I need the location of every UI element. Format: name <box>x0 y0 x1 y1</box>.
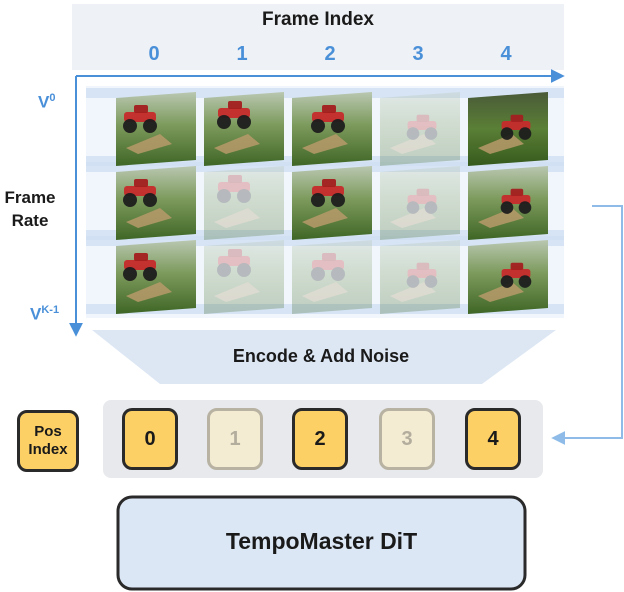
frame-thumb-r1-c2 <box>292 166 372 240</box>
frame-index-2: 2 <box>324 43 336 65</box>
encode-trapezoid <box>92 330 556 384</box>
pos-token-1: 1 <box>207 408 263 470</box>
frame-thumb-r0-c0 <box>116 92 196 166</box>
pos-token-3: 3 <box>379 408 435 470</box>
frame-thumb-r0-c2 <box>292 92 372 166</box>
row-band-top-0 <box>86 88 564 98</box>
pos-index-label: Pos Index <box>17 410 79 472</box>
frame-thumb-r0-c3 <box>380 92 460 166</box>
frame-thumb-r2-c0 <box>116 240 196 314</box>
frame-thumbnails <box>116 92 548 314</box>
frame-thumb-r2-c1 <box>204 240 284 314</box>
model-box <box>116 495 527 591</box>
frame-index-0: 0 <box>148 43 160 65</box>
feedback-arrow <box>551 205 623 445</box>
frame-thumb-r1-c3 <box>380 166 460 240</box>
frame-thumb-r1-c0 <box>116 166 196 240</box>
frame-index-title: Frame Index <box>262 9 374 30</box>
frame-index-1: 1 <box>236 43 248 65</box>
frame-index-header-band <box>72 4 564 70</box>
frame-thumb-r0-c1 <box>204 92 284 166</box>
frame-rate-label: Frame Rate <box>4 188 56 230</box>
row-label-bottom: VK-1 <box>30 304 60 324</box>
frame-thumb-r2-c2 <box>292 240 372 314</box>
model-label: TempoMaster DiT <box>225 528 418 554</box>
pos-token-4: 4 <box>465 408 521 470</box>
row-band-top-1 <box>86 162 564 172</box>
row-label-top: V0 <box>38 92 56 112</box>
frame-thumb-r0-c4 <box>468 92 548 166</box>
row-band-top-2 <box>86 236 564 246</box>
frame-thumb-r1-c1 <box>204 166 284 240</box>
frame-index-4: 4 <box>500 43 512 65</box>
frame-thumb-r1-c4 <box>468 166 548 240</box>
frame-thumb-r2-c4 <box>468 240 548 314</box>
encode-label: Encode & Add Noise <box>232 346 410 366</box>
pos-token-2: 2 <box>292 408 348 470</box>
frame-thumb-r2-c3 <box>380 240 460 314</box>
pos-token-0: 0 <box>122 408 178 470</box>
frame-index-3: 3 <box>412 43 424 65</box>
